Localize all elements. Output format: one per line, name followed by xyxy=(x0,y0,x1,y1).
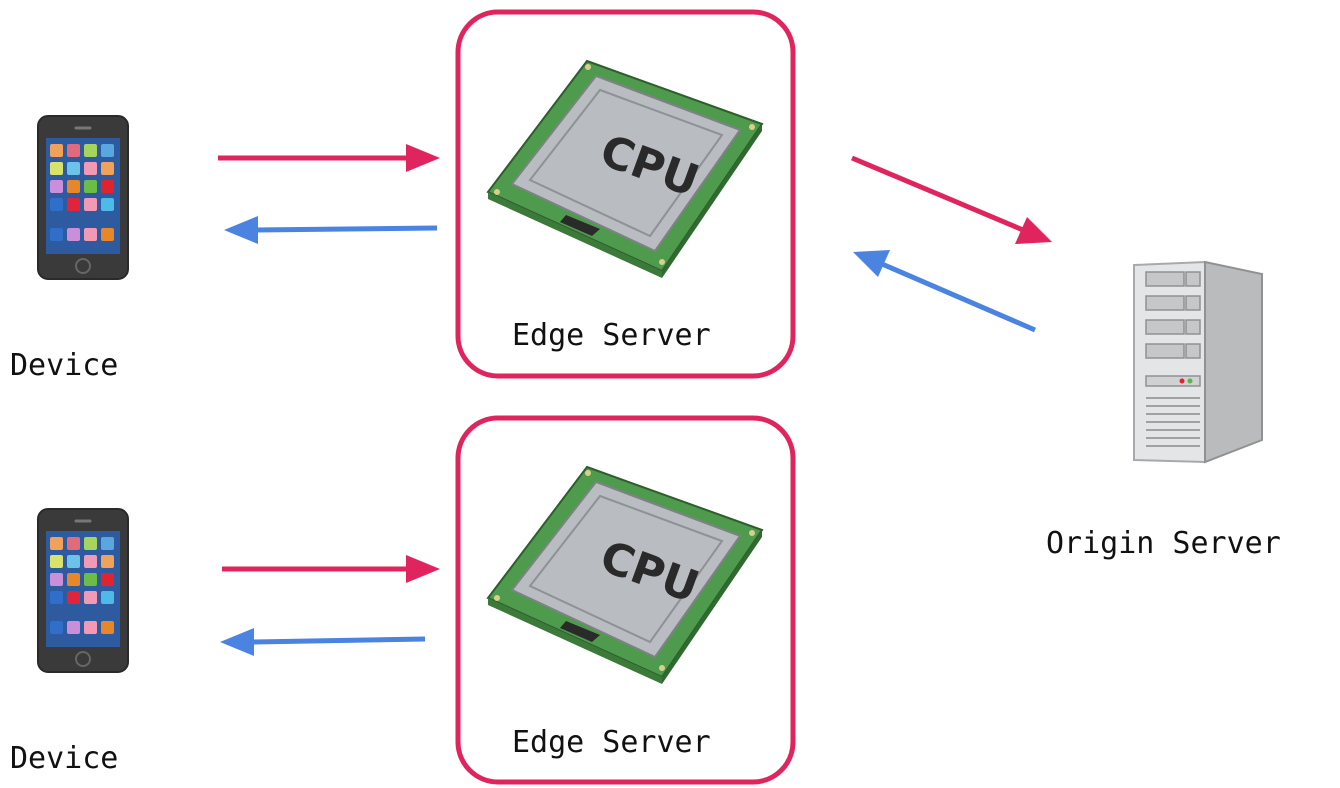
smartphone-icon xyxy=(37,508,129,673)
device-label: Device xyxy=(10,741,118,776)
cpu-chip-icon: CPU xyxy=(486,59,764,278)
edge-server-box xyxy=(455,415,796,785)
response-arrow xyxy=(220,628,426,656)
server-tower-icon xyxy=(1133,260,1263,464)
smartphone-icon xyxy=(37,115,129,280)
request-arrow xyxy=(222,555,440,583)
request-arrow xyxy=(851,155,1052,244)
response-arrow xyxy=(853,250,1036,333)
cpu-chip-icon: CPU xyxy=(486,465,764,684)
device-label: Device xyxy=(10,348,118,383)
request-arrow xyxy=(218,144,440,172)
response-arrow xyxy=(224,216,438,244)
edge-server-box xyxy=(455,9,796,379)
origin-server-label: Origin Server xyxy=(1046,526,1281,561)
edge-server-label: Edge Server xyxy=(512,725,711,760)
edge-server-label: Edge Server xyxy=(512,318,711,353)
